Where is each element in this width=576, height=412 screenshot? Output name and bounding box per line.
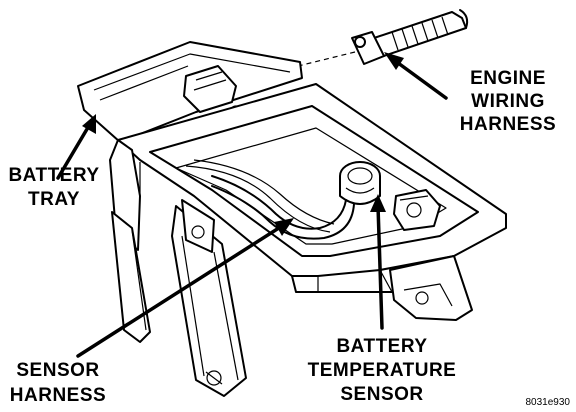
label-line: TRAY (28, 189, 80, 210)
label-line: SENSOR (16, 360, 99, 381)
engine-wiring-harness-connector (351, 9, 469, 65)
label-engine-wiring-harness: ENGINE WIRING HARNESS (460, 68, 556, 135)
label-battery-temperature-sensor: BATTERY TEMPERATURE SENSOR (308, 336, 457, 405)
label-line: TEMPERATURE (308, 360, 457, 381)
label-line: SENSOR (340, 384, 423, 405)
battery-tray-legs (111, 199, 473, 397)
label-line: HARNESS (460, 114, 556, 135)
label-battery-tray: BATTERY TRAY (8, 165, 99, 210)
label-line: ENGINE (470, 68, 546, 89)
label-sensor-harness: SENSOR HARNESS (10, 360, 106, 406)
label-line: WIRING (471, 91, 545, 112)
label-line: BATTERY (8, 165, 99, 186)
battery-tray-body (77, 41, 507, 293)
figure-code: 8031e930 (526, 397, 571, 408)
label-line: BATTERY (336, 336, 427, 357)
label-line: HARNESS (10, 385, 106, 406)
leader-arrows (56, 52, 448, 358)
